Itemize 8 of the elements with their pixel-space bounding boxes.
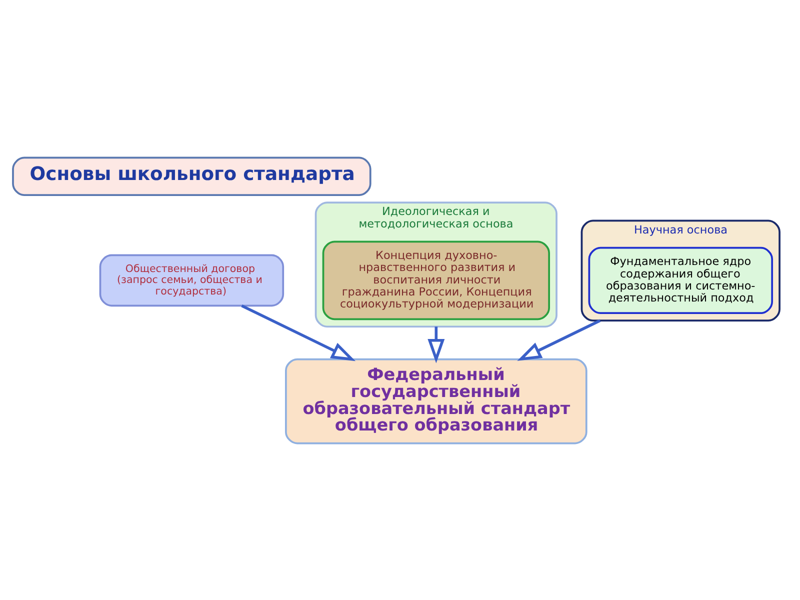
node-box: Основы школьного стандарта [12,156,372,196]
arrow [241,304,356,361]
node-box: Фундаментальное ядро содержания общего образования и системно-деятельностный подход [588,246,774,314]
node-box: Концепция духовно-нравственного развития и воспитания личности гражданина России, Концепция социокультурной модернизации [322,240,550,320]
arrow [428,326,445,363]
node-box: Федеральный государственный образовательный стандарт общего образования [285,358,588,444]
node-box: Общественный договор (запрос семьи, общества и государства) [99,254,284,306]
arrow [517,318,601,360]
